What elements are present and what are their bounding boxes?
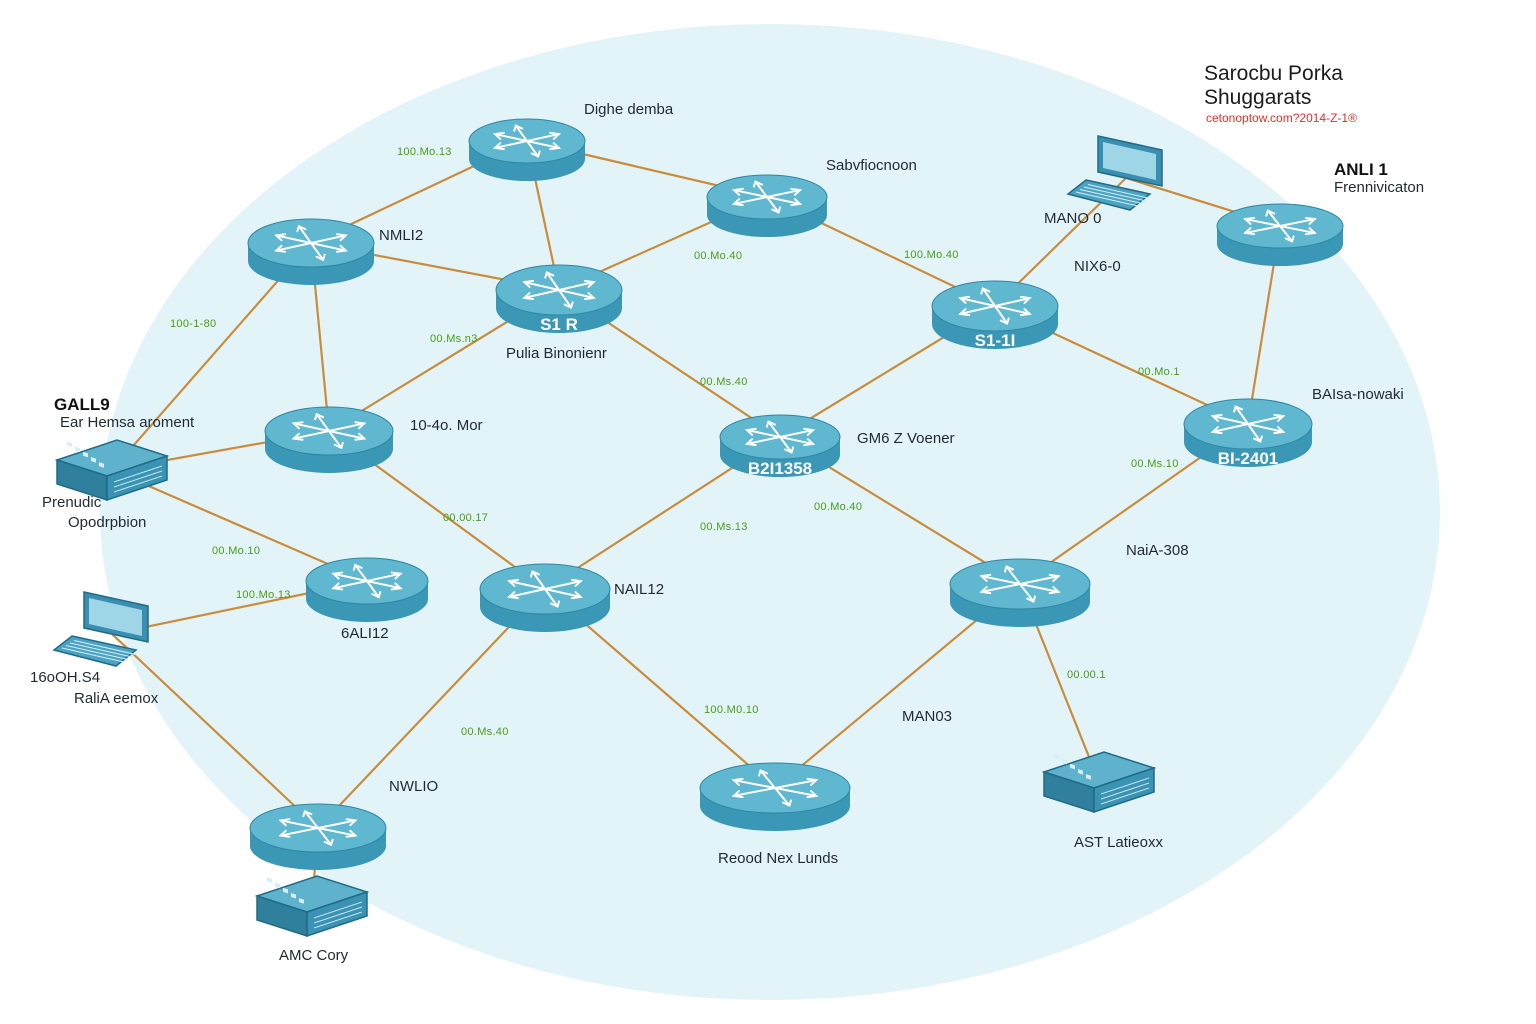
label-r-far-ne-title: ANLI 1 — [1334, 160, 1388, 179]
router-icon[interactable] — [699, 762, 851, 831]
router-arrows-icon — [291, 412, 367, 450]
header-title-line2: Shuggarats — [1204, 86, 1312, 109]
router-plate-label: BI-2401 — [1218, 449, 1278, 468]
label-sw-left-note1: Prenudic — [42, 494, 102, 511]
router-arrows-icon — [278, 809, 358, 847]
link-speed-label: 00.Ms.10 — [1131, 458, 1179, 470]
label-r-west: 10-4o. Mor — [410, 417, 483, 434]
label-r-ne: NIX6-0 — [1074, 258, 1121, 275]
router-icon[interactable]: B2I1358 — [719, 414, 841, 478]
label-r-bl: NWLIO — [389, 778, 439, 795]
computer-icon[interactable] — [1066, 135, 1163, 211]
link-speed-label: 00.00.1 — [1067, 669, 1106, 681]
label-r-mid: GM6 Z Voener — [857, 430, 955, 447]
diagram-header-title: Sarocbu Porka Shuggarats — [1204, 62, 1343, 110]
label-r-bottom-name: Reood Nex Lunds — [718, 850, 839, 867]
link-speed-label: 00.Mo.1 — [1138, 366, 1180, 378]
nodes-layer: S1 R B2I1358 S1-1I BI-2401 — [52, 118, 1344, 938]
link-speed-label: 00.Ms.40 — [700, 376, 748, 388]
router-arrows-icon — [331, 563, 403, 599]
router-icon[interactable] — [706, 174, 828, 237]
router-arrows-icon — [744, 420, 816, 454]
router-arrows-icon — [731, 180, 803, 214]
router-icon[interactable]: S1-1I — [931, 280, 1059, 350]
router-arrows-icon — [492, 124, 562, 158]
link-speed-label: 00.Ms.40 — [461, 726, 509, 738]
router-icon[interactable]: S1 R — [495, 264, 623, 334]
label-pc-left-name: RaliA eemox — [74, 690, 159, 707]
link-speed-label: 100.Mo.13 — [397, 146, 452, 158]
label-pc-top: MANO 0 — [1044, 210, 1102, 227]
label-r-upper: Sabvfiocnoon — [826, 157, 917, 174]
link-speed-label: 00.00.17 — [443, 512, 489, 524]
router-icon[interactable] — [479, 563, 611, 632]
router-plate-label: B2I1358 — [748, 459, 812, 478]
label-r-east: BAIsa-nowaki — [1312, 386, 1404, 403]
label-r-top: Dighe demba — [584, 101, 674, 118]
label-r-se: NaiA-308 — [1126, 542, 1189, 559]
router-arrows-icon — [274, 224, 348, 262]
link-speed-label: 100.M0.10 — [704, 704, 759, 716]
switch-icon[interactable] — [254, 875, 370, 938]
router-icon[interactable] — [305, 557, 429, 622]
label-r-bottom-id: MAN03 — [902, 708, 953, 725]
link-speed-label: 00.Ms.n3 — [430, 333, 478, 345]
router-icon[interactable] — [249, 803, 387, 870]
router-arrows-icon — [958, 287, 1032, 325]
router-plate-label: S1 R — [540, 315, 578, 334]
label-sw-bottom: AMC Cory — [279, 947, 349, 964]
label-sw-left-title: GALL9 — [54, 395, 110, 414]
router-icon[interactable] — [264, 406, 394, 473]
label-r-nw: NMLI2 — [379, 227, 424, 244]
label-r-lowmid: NAIL12 — [614, 581, 665, 598]
router-arrows-icon — [507, 570, 583, 608]
label-sw-left-sub: Ear Hemsa aroment — [60, 414, 195, 431]
label-pc-left-id: 16oOH.S4 — [30, 669, 101, 686]
link-speed-label: 100-1-80 — [170, 318, 217, 330]
router-icon[interactable]: BI-2401 — [1183, 398, 1313, 468]
label-sw-right: AST Latieoxx — [1074, 834, 1163, 851]
router-arrows-icon — [731, 769, 819, 807]
label-sw-left-note2: Opodrpbion — [68, 514, 147, 531]
label-r-far-ne-sub: Frennivicaton — [1334, 179, 1425, 196]
link-sw-left-r-sw — [111, 468, 368, 583]
router-arrows-icon — [522, 271, 596, 309]
router-icon[interactable] — [247, 218, 375, 285]
link-r-lowmid-r-bl — [317, 588, 546, 829]
label-r-center: Pulia Binonienr — [506, 345, 607, 362]
link-speed-label: 00.Ms.13 — [700, 521, 748, 533]
router-arrows-icon — [1243, 209, 1317, 243]
link-speed-label: 00.Mo.40 — [694, 250, 743, 262]
switch-icon[interactable] — [1041, 751, 1157, 814]
computer-icon[interactable] — [52, 591, 149, 667]
router-icon[interactable] — [468, 118, 586, 181]
diagram-header-subtitle: cetonoptow.com?2014-Z-1® — [1206, 111, 1357, 125]
header-title-line1: Sarocbu Porka — [1204, 62, 1343, 85]
router-icon[interactable] — [949, 558, 1091, 627]
link-speed-label: 100.Mo.13 — [236, 589, 291, 601]
link-speed-label: 00.Mo.10 — [212, 545, 261, 557]
link-speed-label: 00.Mo.40 — [814, 501, 863, 513]
router-arrows-icon — [1210, 405, 1286, 443]
switch-icon[interactable] — [54, 439, 170, 502]
router-icon[interactable] — [1216, 203, 1344, 266]
label-r-sw: 6ALI12 — [341, 625, 389, 642]
router-arrows-icon — [979, 565, 1061, 603]
link-speed-label: 100.Mo.40 — [904, 249, 959, 261]
router-plate-label: S1-1I — [975, 331, 1016, 350]
link-pc-left-r-bl — [111, 633, 319, 829]
